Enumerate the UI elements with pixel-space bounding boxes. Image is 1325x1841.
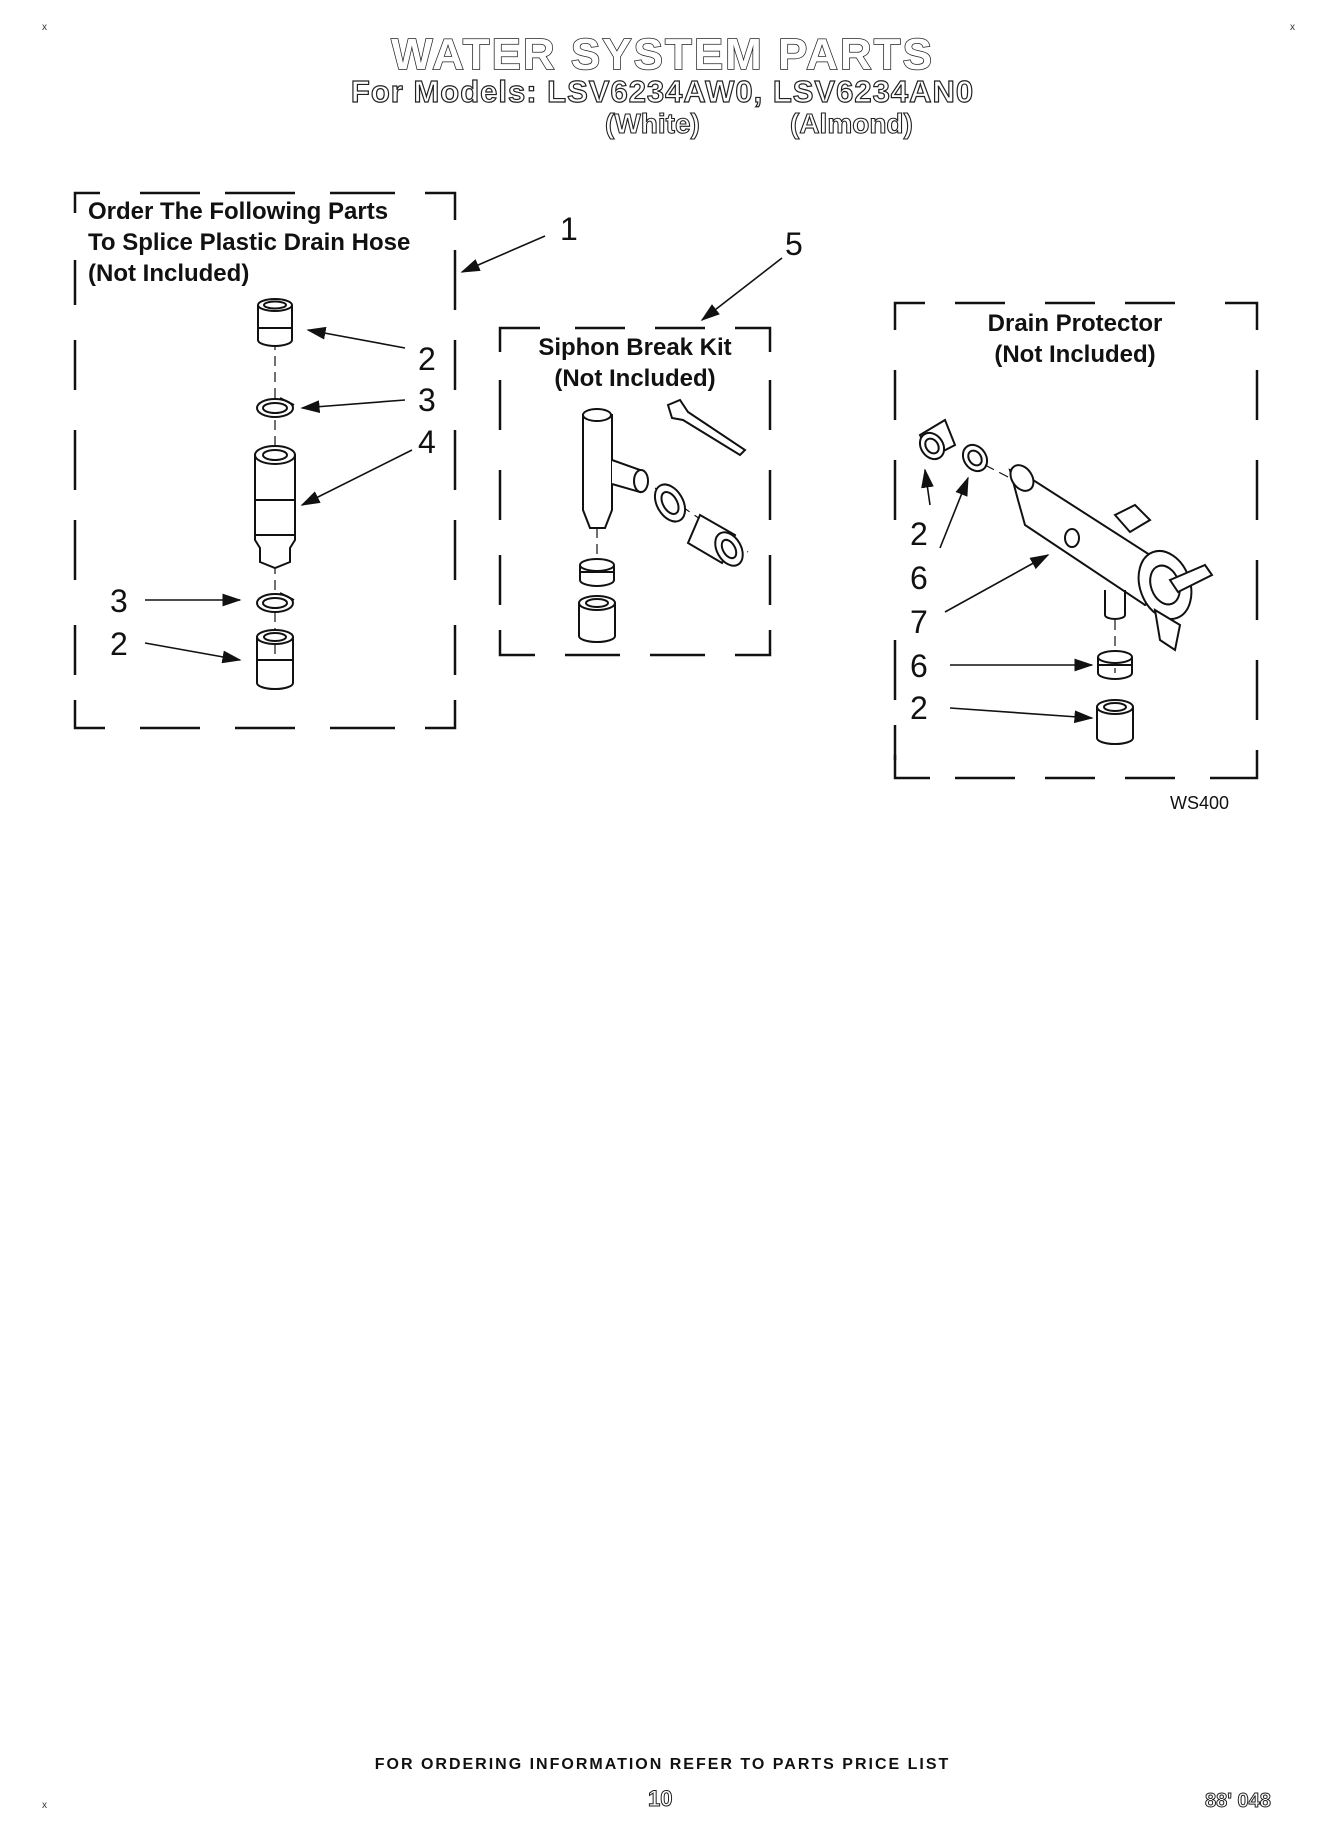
siphon-leader [700,257,783,321]
siphon-tee-part [582,408,649,529]
siphon-lower-clamp-part [579,558,615,587]
callout-drain-2-b: 2 [910,690,928,726]
document-code: 88' 048 [1205,1790,1272,1813]
figure-code: WS400 [1170,793,1230,813]
drain-coupling-part [918,418,957,461]
drain-clamp-part [961,443,989,473]
clamp-part-bottom [256,592,295,613]
coupling-part-top [257,298,293,347]
callout-2-bottom: 2 [110,626,128,662]
siphon-header-line-1: Siphon Break Kit [538,334,732,361]
splice-header-line-2: To Splice Plastic Drain Hose [88,229,411,256]
siphon-lower-coupling-part [578,595,616,643]
splice-header-line-1: Order The Following Parts [88,198,389,225]
drain-header-line-2: (Not Included) [994,341,1156,368]
callout-2-top: 2 [418,341,436,377]
callout-drain-6-a: 6 [910,560,928,596]
drain-leaders [921,468,1094,724]
callout-5: 5 [785,226,803,262]
splice-box-frame [73,191,457,730]
drain-protector-part [1008,464,1214,652]
barbed-connector-part [254,445,296,570]
callout-4: 4 [418,424,436,460]
callout-drain-6-b: 6 [910,648,928,684]
model-color-almond: (Almond) [789,107,913,139]
callout-drain-7: 7 [910,604,928,640]
cable-tie-part [666,398,747,457]
model-color-white: (White) [604,107,700,139]
clamp-part-top [256,397,295,418]
ordering-info-footer: FOR ORDERING INFORMATION REFER TO PARTS … [374,1756,951,1773]
siphon-coupling-part [686,513,744,567]
registration-mark-top-right: x [1290,22,1295,33]
registration-mark-top-left: x [42,22,47,33]
drain-header-line-1: Drain Protector [987,310,1163,337]
drain-lower-clamp-part [1097,650,1133,680]
coupling-part-bottom [256,629,294,690]
splice-leaders [144,235,546,664]
page-number: 10 [647,1786,673,1812]
registration-mark-bottom-left: x [42,1800,47,1811]
callout-1: 1 [560,211,578,247]
siphon-box-header: Siphon Break Kit (Not Included) [505,332,765,394]
drain-centerline [984,464,1011,479]
siphon-clamp-part [653,483,687,523]
drain-box-frame [893,301,1259,780]
splice-box-header: Order The Following Parts To Splice Plas… [88,196,410,289]
splice-header-line-3: (Not Included) [88,260,250,287]
models-subtitle: For Models: LSV6234AW0, LSV6234AN0 [350,73,975,109]
page-title: WATER SYSTEM PARTS [390,29,934,80]
siphon-header-line-2: (Not Included) [554,365,716,392]
callout-3-bottom: 3 [110,583,128,619]
callout-3-top: 3 [418,382,436,418]
callout-drain-2-a: 2 [910,516,928,552]
siphon-box-frame [498,326,772,657]
drain-box-header: Drain Protector (Not Included) [940,308,1210,370]
drain-lower-coupling-part [1096,699,1134,745]
